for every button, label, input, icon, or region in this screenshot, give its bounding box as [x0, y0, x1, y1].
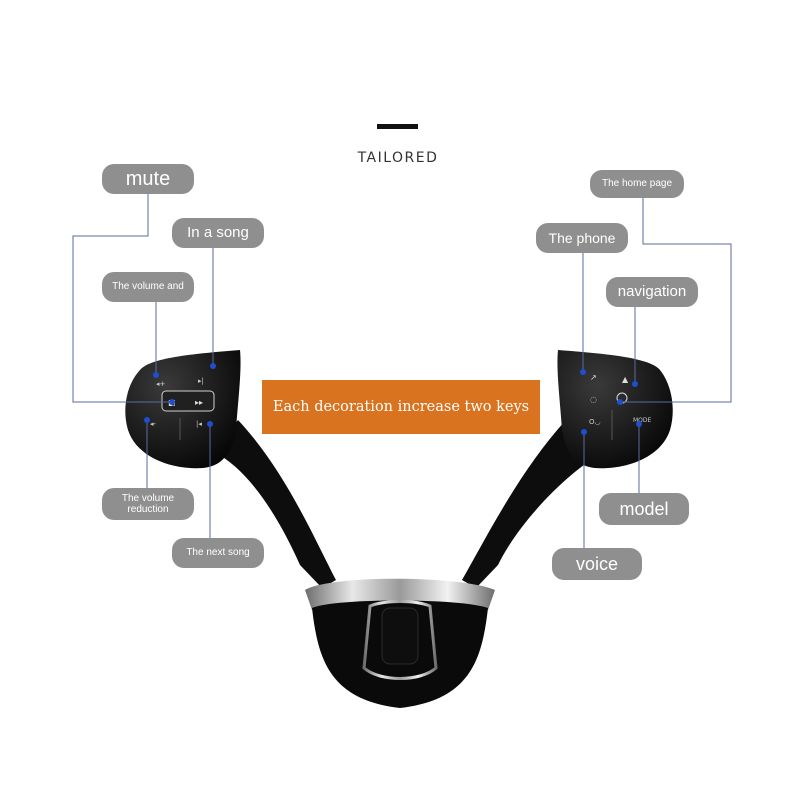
svg-text:|◂: |◂ — [196, 420, 202, 428]
label-in-a-song: In a song — [172, 218, 264, 248]
svg-text:↗: ↗ — [590, 373, 597, 382]
label-volume-up: The volume and — [102, 272, 194, 302]
brand-underline — [377, 124, 418, 129]
right-control-panel — [557, 350, 673, 469]
svg-text:◂+: ◂+ — [156, 380, 166, 388]
label-mute: mute — [102, 164, 194, 194]
label-home-page: The home page — [590, 170, 684, 198]
svg-text:▸▸: ▸▸ — [195, 398, 203, 407]
label-volume-down: The volume reduction — [102, 488, 194, 520]
label-voice: voice — [552, 548, 642, 580]
left-callout-lines — [72, 190, 214, 542]
label-next-song: The next song — [172, 538, 264, 568]
label-the-phone: The phone — [536, 223, 628, 253]
left-spoke — [214, 420, 336, 588]
label-navigation: navigation — [606, 277, 698, 307]
label-volume-down-line1: The volume — [121, 492, 175, 504]
callout-dots — [144, 363, 642, 435]
svg-text:▸|: ▸| — [198, 377, 204, 385]
svg-text:▲: ▲ — [622, 375, 629, 384]
label-model: model — [599, 493, 689, 525]
right-spoke — [462, 420, 604, 588]
left-mute-key — [161, 390, 215, 412]
right-callout-lines — [582, 196, 732, 551]
brand-name: TAILORED — [357, 150, 439, 166]
svg-text:◂-: ◂- — [150, 420, 157, 428]
svg-text:MODE: MODE — [633, 417, 652, 424]
decoration-banner: Each decoration increase two keys — [262, 380, 540, 434]
label-volume-down-line2: reduction — [127, 504, 169, 515]
hub-chrome-frame — [362, 600, 438, 680]
svg-text:◌: ◌ — [590, 395, 597, 404]
hub-center-badge — [381, 607, 419, 665]
svg-text:O◡: O◡ — [589, 418, 601, 426]
